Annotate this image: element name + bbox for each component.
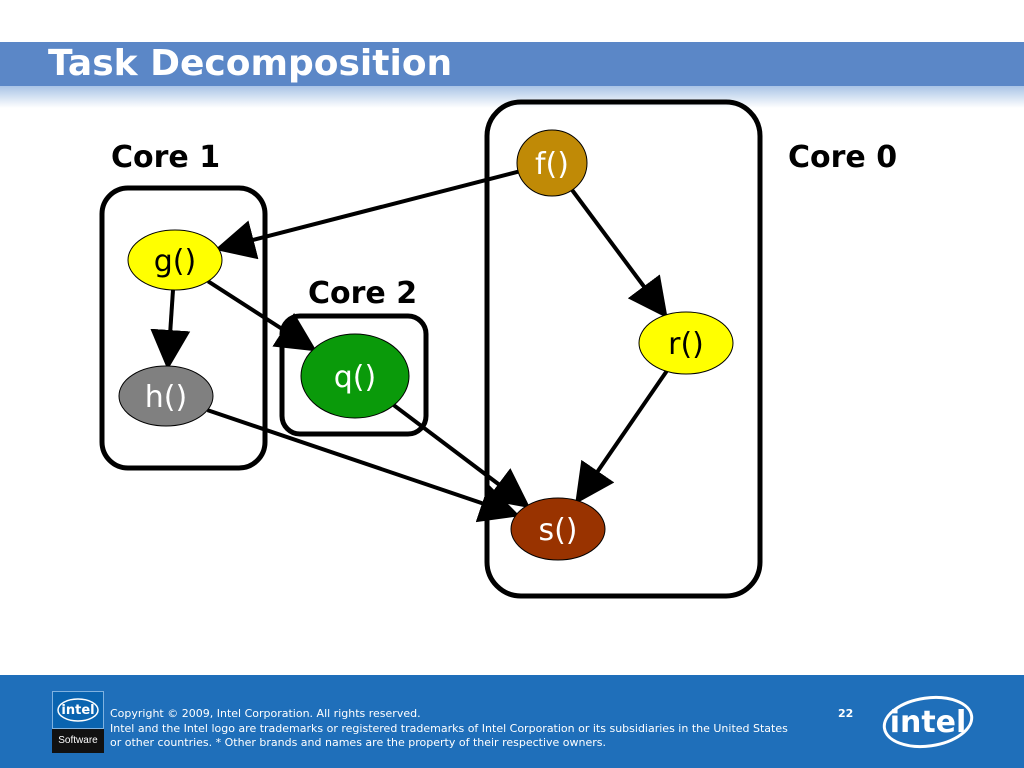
edge-h-to-s: [206, 408, 520, 523]
core-2-label: Core 2: [308, 276, 417, 311]
trademark-line-1: Intel and the Intel logo are trademarks …: [110, 721, 788, 735]
node-f-label: f(): [535, 147, 569, 182]
trademark-line-2: or other countries. * Other brands and n…: [110, 736, 607, 749]
edge-g-to-h: [150, 289, 191, 370]
node-q-label: q(): [334, 360, 376, 395]
copyright-line: Copyright © 2009, Intel Corporation. All…: [110, 707, 421, 720]
node-q: q(): [300, 333, 410, 419]
intel-software-logo: intel Software: [52, 691, 104, 753]
core-0-box: [484, 99, 763, 599]
edge-r-to-s: [575, 370, 669, 505]
node-g: g(): [127, 229, 223, 291]
core-2-box: [279, 313, 429, 437]
edges: [150, 169, 669, 523]
core-1-box: [99, 185, 268, 471]
edge-f-to-r: [570, 188, 668, 319]
node-f: f(): [516, 129, 588, 197]
software-label: Software: [52, 729, 104, 753]
edge-f-to-g: [214, 169, 519, 260]
page-number: 22: [838, 707, 854, 720]
node-g-label: g(): [154, 244, 196, 279]
edge-q-to-s: [392, 403, 531, 509]
svg-text:intel: intel: [61, 703, 94, 718]
footer: intel Software Copyright © 2009, Intel C…: [0, 675, 1024, 768]
node-r: r(): [638, 311, 734, 375]
node-h: h(): [118, 365, 214, 427]
node-h-label: h(): [145, 380, 187, 415]
svg-text:intel: intel: [890, 705, 967, 740]
footer-legal-text: Copyright © 2009, Intel Corporation. All…: [110, 707, 788, 751]
title-band: [0, 42, 1024, 86]
core-1-label: Core 1: [111, 140, 220, 175]
slide-title: Task Decomposition: [48, 43, 453, 84]
title-stripe: [0, 86, 1024, 108]
intel-logo-small-icon: intel: [52, 691, 104, 729]
node-s-label: s(): [538, 513, 577, 548]
intel-logo-icon: intel: [880, 689, 978, 753]
edge-g-to-q: [207, 279, 317, 352]
node-s: s(): [510, 497, 606, 561]
core-0-label: Core 0: [788, 140, 897, 175]
node-r-label: r(): [668, 327, 704, 362]
